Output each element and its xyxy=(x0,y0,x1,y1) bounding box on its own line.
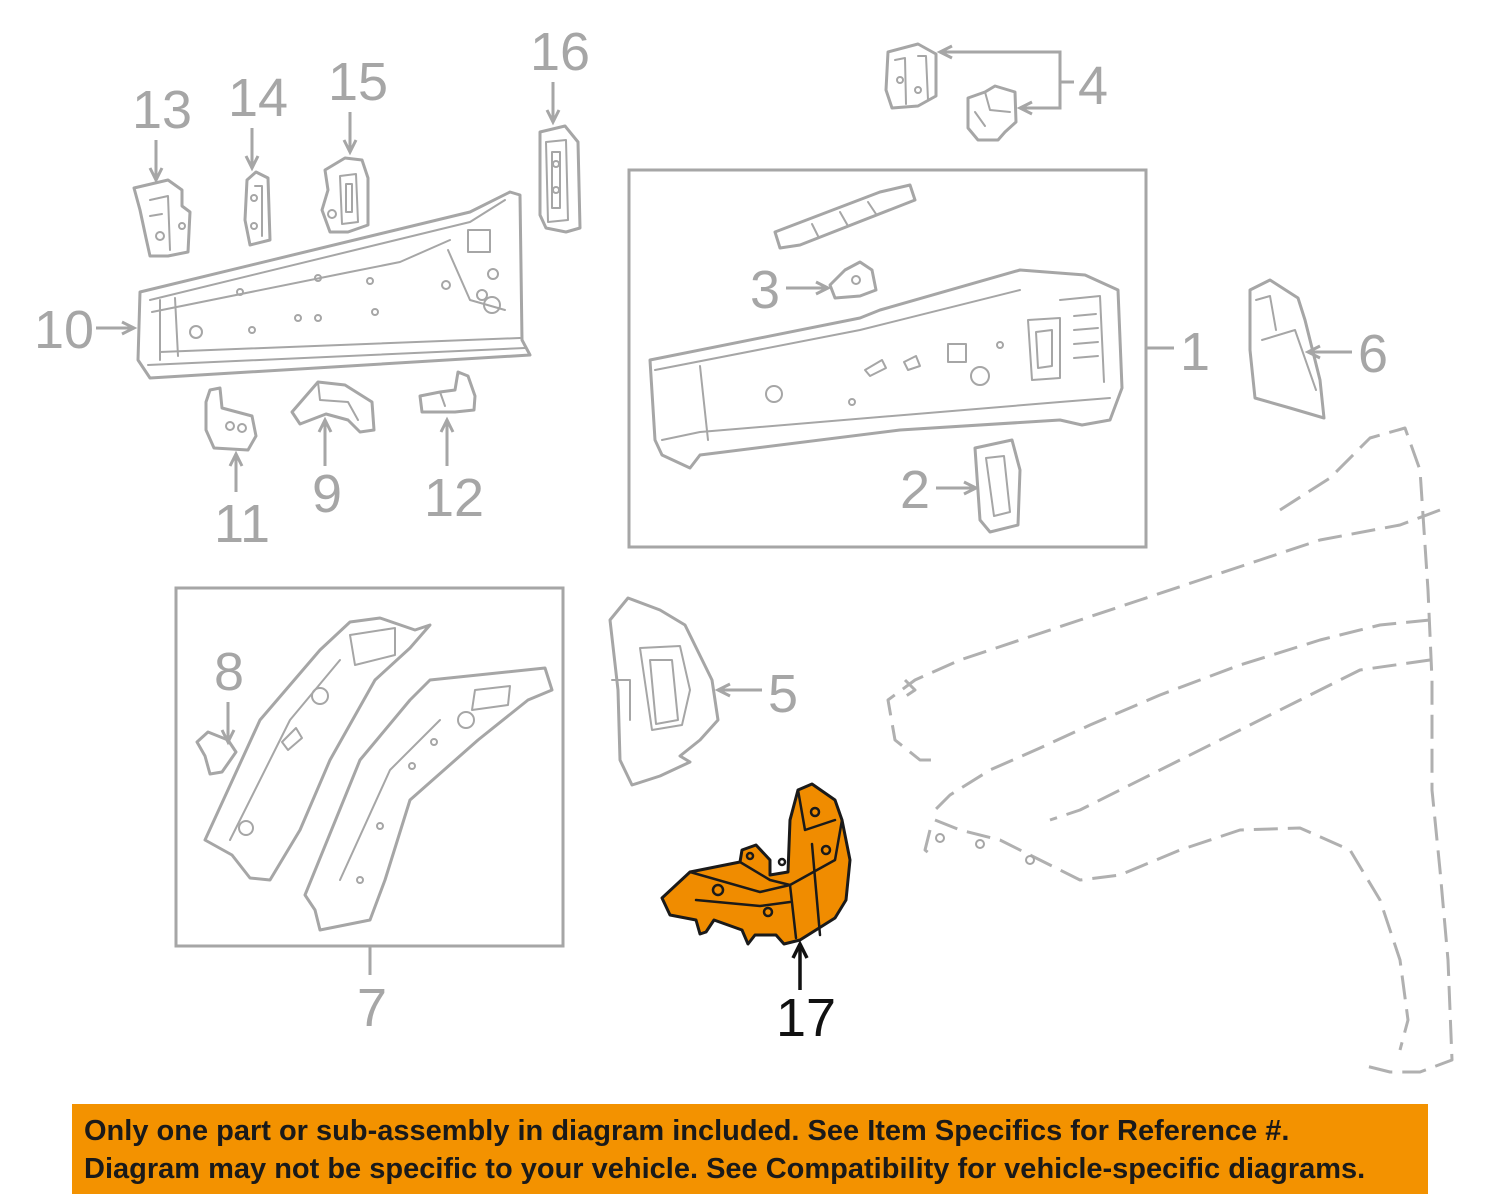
callout-16: 16 xyxy=(530,22,590,82)
part-7-pillar-left xyxy=(203,616,432,882)
callout-14: 14 xyxy=(228,68,288,128)
callout-6: 6 xyxy=(1358,324,1388,384)
part-7-pillar-right xyxy=(303,666,554,932)
callout-17-highlighted: 17 xyxy=(776,988,836,1048)
callout-1: 1 xyxy=(1180,322,1210,382)
callout-15: 15 xyxy=(328,52,388,112)
part-3-bracket-top xyxy=(773,183,917,250)
disclaimer-line-1: Only one part or sub-assembly in diagram… xyxy=(84,1115,1290,1147)
leader-lines xyxy=(96,44,1352,990)
callout-9: 9 xyxy=(312,464,342,524)
disclaimer-banner: Only one part or sub-assembly in diagram… xyxy=(72,1104,1428,1194)
callout-labels: 1 2 3 4 5 6 7 8 9 10 11 12 13 14 15 16 1… xyxy=(34,22,1388,1048)
callout-12: 12 xyxy=(424,468,484,528)
callout-8: 8 xyxy=(214,642,244,702)
part-1-rail xyxy=(648,268,1124,470)
callout-5: 5 xyxy=(768,664,798,724)
part-3-bracket xyxy=(828,260,878,300)
part-6-bracket xyxy=(1248,278,1326,420)
fender-outline xyxy=(886,426,1454,1074)
callout-11: 11 xyxy=(214,494,270,554)
part-10-frame-rail xyxy=(136,190,532,380)
callout-7: 7 xyxy=(357,978,387,1038)
part-4-brackets xyxy=(884,42,1018,142)
disclaimer-line-2: Diagram may not be specific to your vehi… xyxy=(84,1153,1366,1185)
callout-2: 2 xyxy=(900,460,930,520)
part-2-bracket xyxy=(973,438,1022,534)
part-17-highlighted-bracket xyxy=(660,782,852,946)
part-9-bracket xyxy=(290,380,376,434)
part-14-bracket xyxy=(243,170,272,247)
callout-3: 3 xyxy=(750,260,780,320)
part-5-panel xyxy=(608,596,720,787)
part-15-bracket xyxy=(320,156,370,234)
callout-4: 4 xyxy=(1078,56,1108,116)
part-8-bracket xyxy=(195,730,238,776)
callout-10: 10 xyxy=(34,300,94,360)
part-11-bracket xyxy=(204,386,258,452)
part-13-bracket xyxy=(132,178,192,258)
part-1-group-box xyxy=(627,168,1148,549)
part-16-bracket xyxy=(538,124,582,234)
part-12-bracket xyxy=(418,370,477,414)
callout-13: 13 xyxy=(132,80,192,140)
